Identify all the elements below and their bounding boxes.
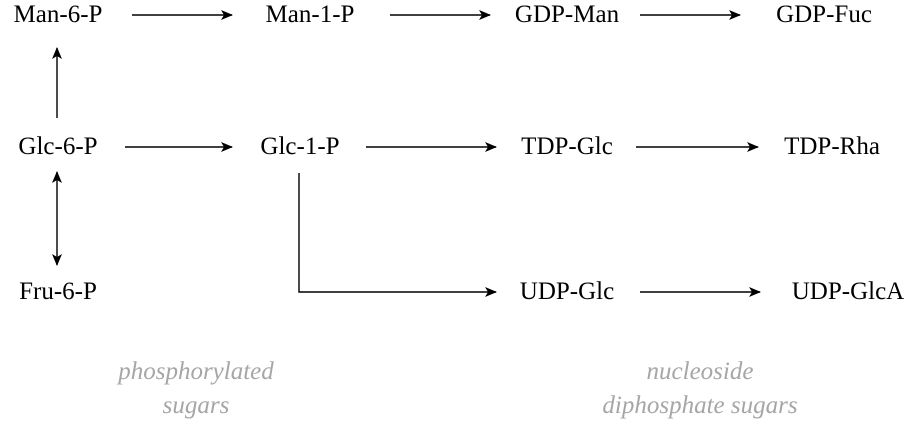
node-gdpman: GDP-Man (514, 1, 620, 28)
caption-nucleoside-diphosphate-sugars: nucleoside diphosphate sugars (602, 355, 797, 423)
node-tdprha: TDP-Rha (784, 133, 880, 160)
node-tdpglc: TDP-Glc (521, 133, 613, 160)
node-man6p: Man-6-P (13, 1, 103, 28)
caption-nucleoside-line-2: diphosphate sugars (602, 392, 798, 419)
node-udpglc: UDP-Glc (519, 278, 615, 305)
node-man1p: Man-1-P (265, 1, 355, 28)
caption-phosphorylated-sugars: phosphorylated sugars (118, 355, 274, 423)
node-glc1p: Glc-1-P (260, 133, 340, 160)
node-fru6p: Fru-6-P (19, 278, 97, 305)
node-udpglca: UDP-GlcA (791, 278, 905, 305)
edge-glc1p-udpglc (298, 173, 497, 297)
caption-nucleoside-line-1: nucleoside (646, 358, 754, 385)
caption-phosphorylated-line-2: sugars (162, 392, 230, 419)
node-glc6p: Glc-6-P (18, 133, 98, 160)
node-gdpfuc: GDP-Fuc (776, 1, 872, 28)
caption-phosphorylated-line-1: phosphorylated (118, 358, 274, 385)
